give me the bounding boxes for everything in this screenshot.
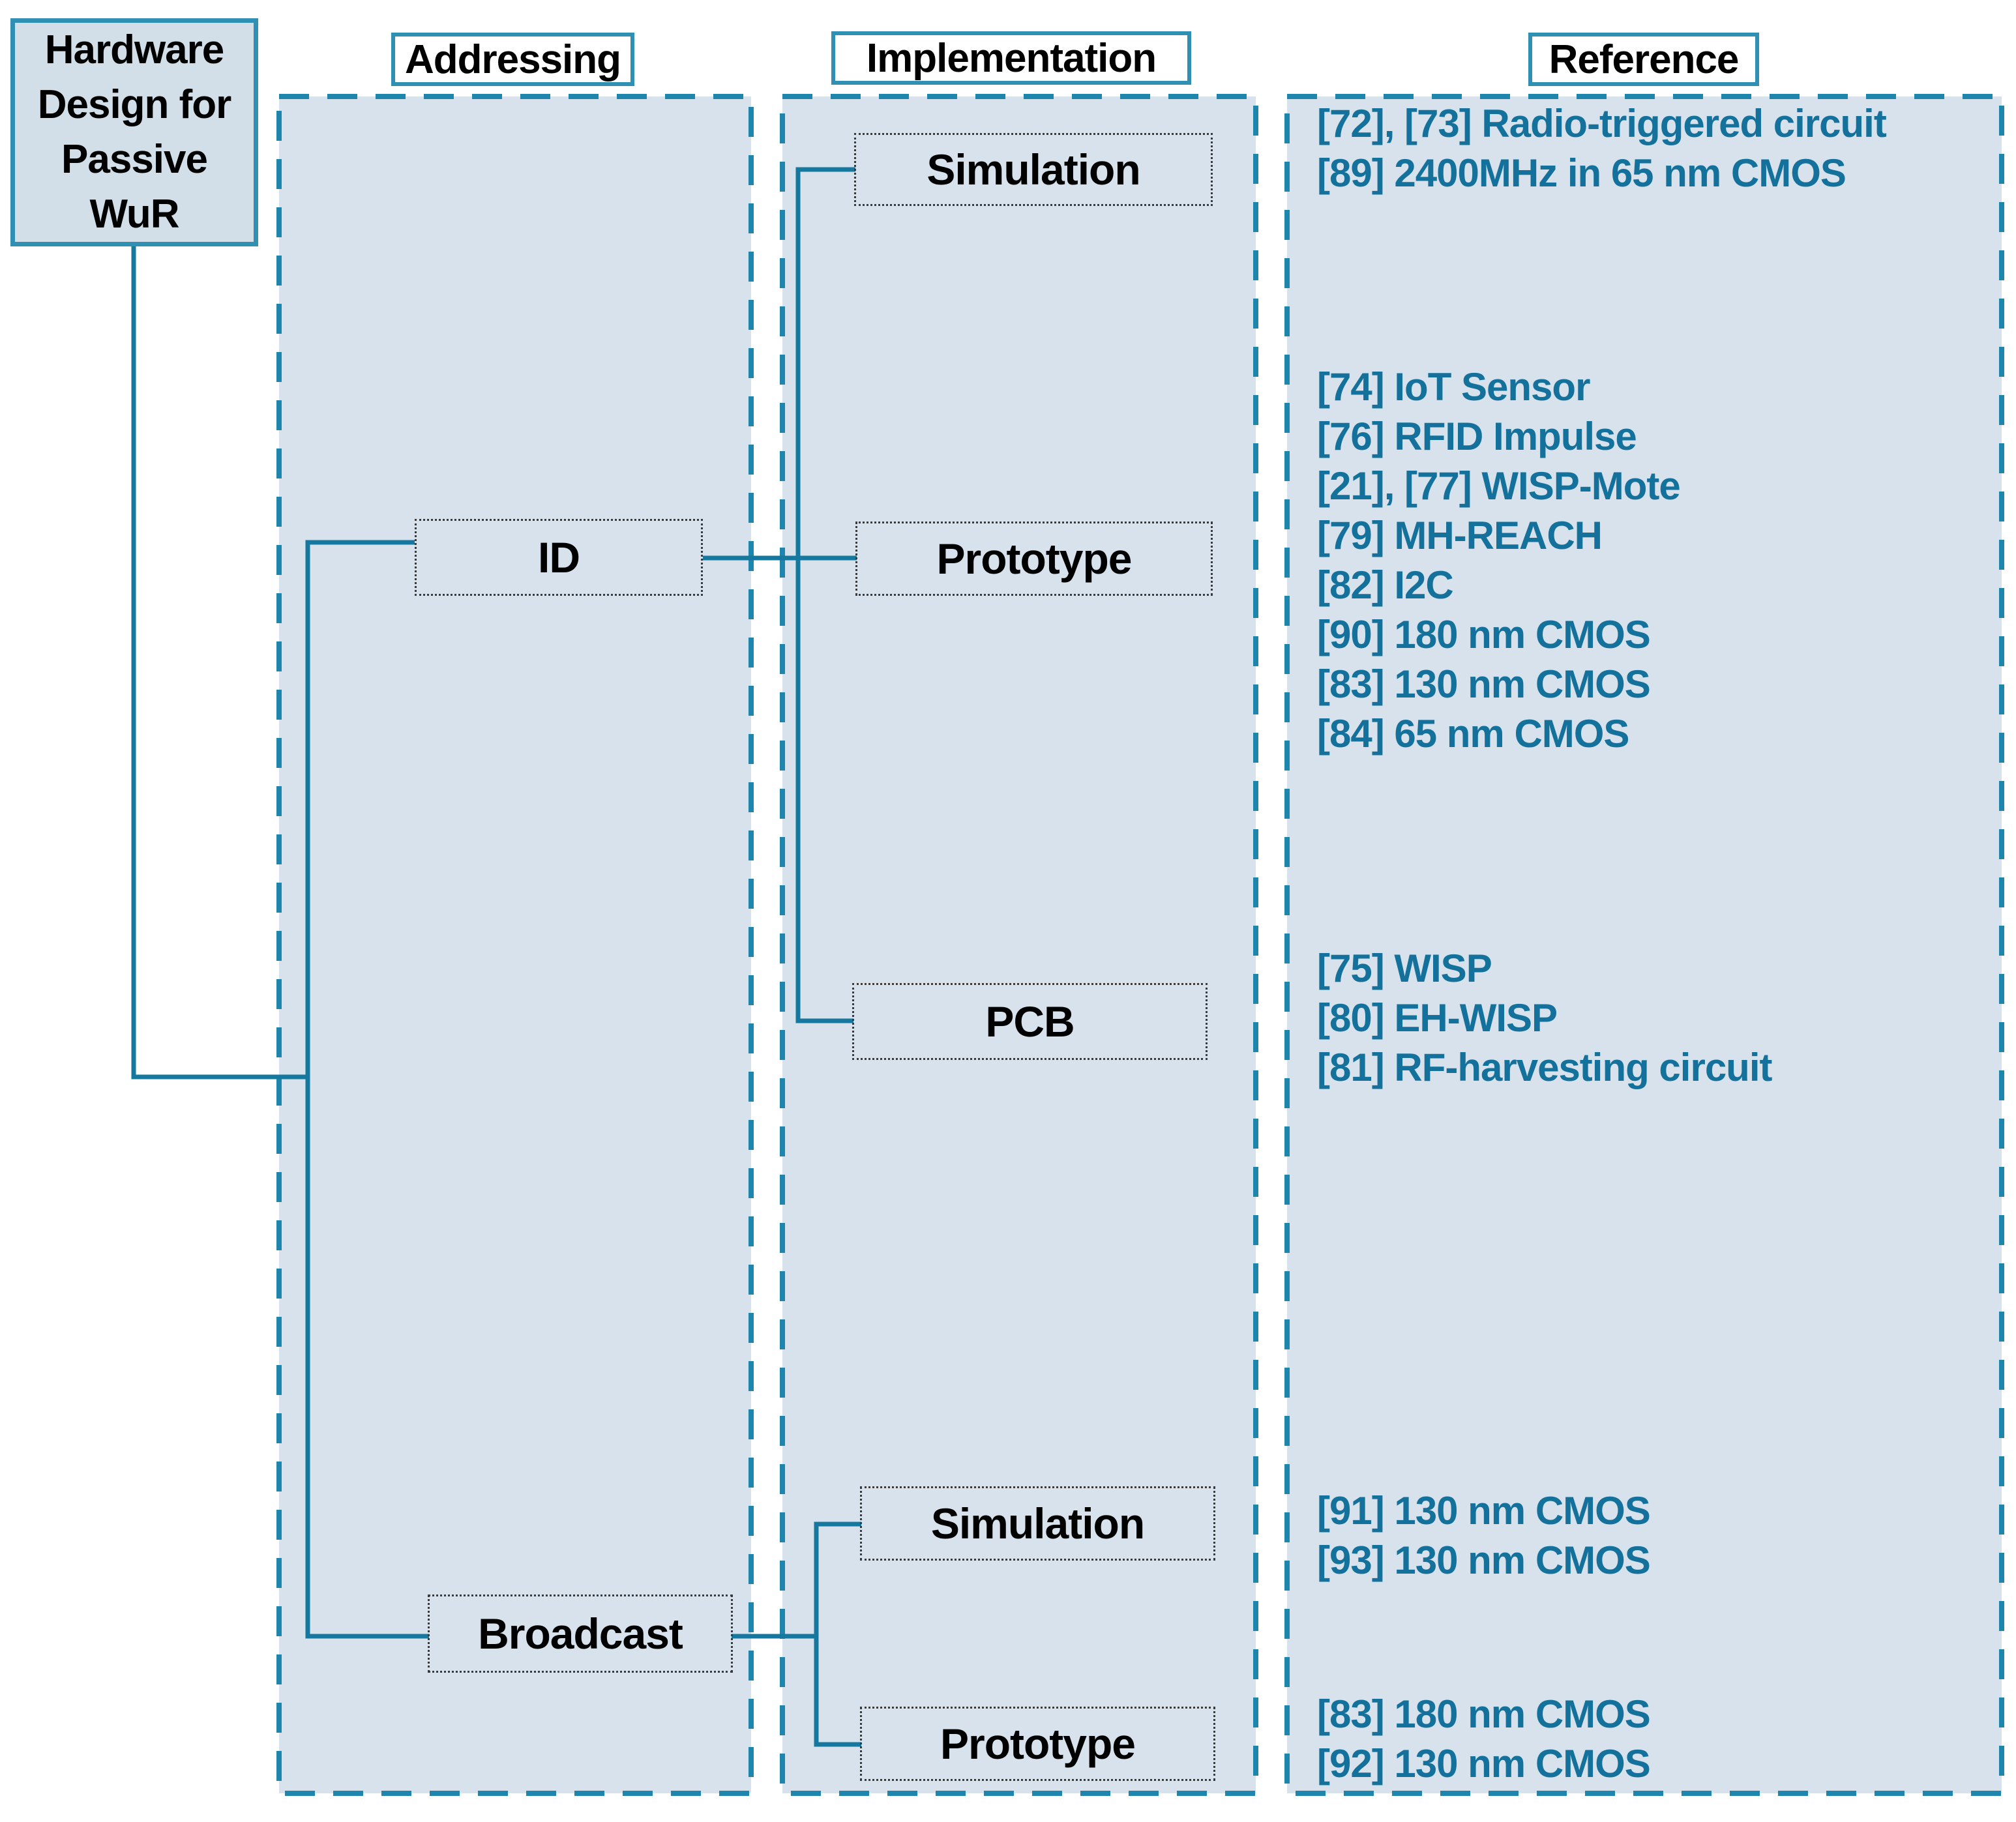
reference-line: [76] RFID Impulse [1317,415,1637,458]
reference-line: [75] WISP [1317,947,1492,990]
column-header-addressing: Addressing [391,33,634,86]
reference-line: [81] RF-harvesting circuit [1317,1046,1772,1089]
connector-branch-broadcast-simulation-prototype [814,1521,861,1747]
reference-line: [92] 130 nm CMOS [1317,1742,1651,1785]
reference-line: [21], [77] WISP-Mote [1317,464,1681,508]
root-node-line: Passive [61,137,208,182]
reference-line: [91] 130 nm CMOS [1317,1489,1651,1533]
column-header-implementation: Implementation [831,31,1191,85]
reference-block-broadcast-prototype: [83] 180 nm CMOS [92] 130 nm CMOS [1317,1690,1651,1789]
reference-line: [82] I2C [1317,563,1454,607]
connector-branch-id-simulation-pcb [795,167,855,1023]
connector-trunk-id-broadcast [305,540,429,1639]
reference-line: [84] 65 nm CMOS [1317,712,1629,756]
reference-block-id-simulation: [72], [73] Radio-triggered circuit [89] … [1317,99,1887,198]
reference-line: [93] 130 nm CMOS [1317,1538,1651,1582]
reference-line: [80] EH-WISP [1317,996,1558,1040]
reference-column-container [1284,94,2004,1796]
addressing-column-container [276,94,754,1796]
node-id-simulation: Simulation [854,133,1213,206]
reference-block-id-pcb: [75] WISP [80] EH-WISP [81] RF-harvestin… [1317,944,1772,1093]
node-id: ID [415,519,703,596]
root-node-hardware-design: Hardware Design for Passive WuR [10,18,258,246]
reference-line: [83] 180 nm CMOS [1317,1692,1651,1736]
node-broadcast: Broadcast [428,1594,733,1673]
node-id-pcb: PCB [852,983,1208,1060]
reference-line: [79] MH-REACH [1317,514,1603,557]
reference-line: [89] 2400MHz in 65 nm CMOS [1317,151,1846,195]
reference-line: [83] 130 nm CMOS [1317,662,1651,706]
connector-root-to-trunk [131,244,309,1080]
node-id-prototype: Prototype [855,522,1213,596]
column-header-reference: Reference [1528,33,1759,86]
reference-line: [72], [73] Radio-triggered circuit [1317,102,1887,145]
reference-line: [90] 180 nm CMOS [1317,613,1651,656]
root-node-line: Design for [37,82,232,127]
reference-line: [74] IoT Sensor [1317,365,1590,409]
node-broadcast-prototype: Prototype [860,1707,1215,1781]
reference-block-id-prototype: [74] IoT Sensor [76] RFID Impulse [21], … [1317,362,1681,759]
reference-block-broadcast-simulation: [91] 130 nm CMOS [93] 130 nm CMOS [1317,1486,1651,1585]
node-broadcast-simulation: Simulation [860,1486,1215,1561]
root-node-line: WuR [89,192,179,237]
root-node-line: Hardware [44,27,225,72]
